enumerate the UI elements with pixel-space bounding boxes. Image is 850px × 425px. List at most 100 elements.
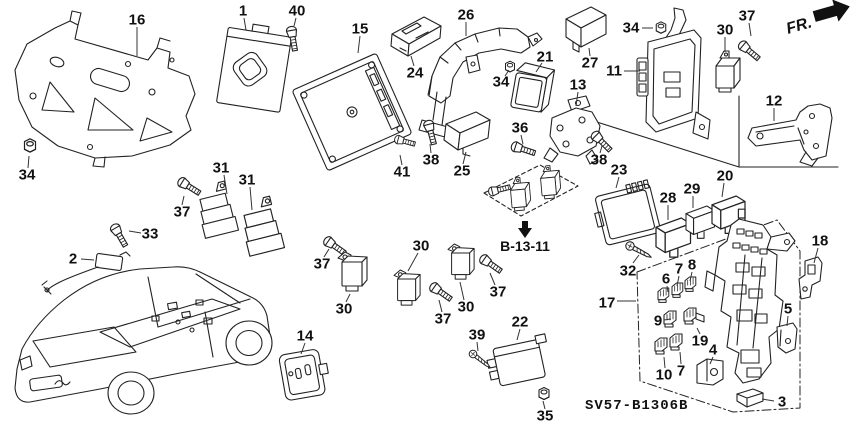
part-20-relay (711, 195, 746, 235)
part-17-fuse-box (704, 218, 796, 384)
part-31-relay-a (192, 180, 240, 239)
part-label-30: 30 (336, 301, 353, 318)
part-label-3: 3 (778, 394, 786, 411)
leader-line-6 (666, 285, 669, 293)
part-37-bolt-left (175, 175, 203, 198)
leader-line-36 (520, 134, 524, 145)
part-label-9: 9 (654, 313, 662, 330)
part-label-34: 34 (19, 167, 36, 184)
leader-line-37 (748, 22, 752, 37)
part-10-connector (654, 337, 668, 355)
part-label-38: 38 (591, 152, 608, 169)
part-label-37: 37 (739, 8, 756, 25)
part-label-33: 33 (142, 226, 159, 243)
leader-line-2 (80, 258, 95, 261)
part-label-5: 5 (784, 301, 792, 318)
part-34-nut (23, 138, 37, 153)
part-16-mounting-bracket (14, 10, 196, 168)
part-label-30: 30 (717, 22, 734, 39)
part-label-29: 29 (684, 181, 701, 198)
leader-line-7 (676, 275, 680, 287)
leader-line-33 (128, 230, 142, 234)
part-3-clip (736, 388, 764, 408)
part-label-32: 32 (620, 263, 637, 280)
part-12-bracket (738, 95, 839, 168)
leader-line-35 (542, 400, 546, 410)
leader-line-3 (761, 398, 775, 402)
part-label-22: 22 (512, 314, 529, 331)
leader-line-30 (407, 252, 419, 272)
part-label-12: 12 (766, 93, 783, 110)
leader-line-31 (249, 186, 253, 211)
part-34-nut-mid (505, 60, 515, 73)
leader-line-18 (813, 247, 819, 264)
leader-line-34 (27, 155, 30, 169)
part-label-39: 39 (469, 327, 486, 344)
down-arrow-icon (518, 221, 532, 238)
part-25-relay (443, 111, 491, 157)
fr-label: FR. (784, 14, 813, 37)
part-label-37: 37 (490, 284, 507, 301)
leader-line-1 (243, 17, 247, 31)
diagram-code: SV57-B1306B (585, 398, 688, 414)
part-label-7: 7 (677, 363, 685, 380)
part-27-relay-box (565, 6, 607, 53)
part-2-sensor-with-cable (41, 251, 131, 295)
leader-line-37 (181, 195, 185, 206)
leader-line-22 (516, 328, 521, 341)
part-4-bracket (696, 358, 724, 386)
part-label-14: 14 (297, 328, 314, 345)
part-label-40: 40 (289, 3, 306, 20)
leader-line-39 (476, 341, 479, 352)
leader-line-5 (786, 315, 789, 327)
part-28-relay (655, 217, 692, 258)
car-outline (14, 266, 273, 415)
part-5-bracket (776, 322, 798, 354)
fuse-box-boundary (636, 219, 801, 413)
part-19-connector (683, 307, 705, 325)
leader-line-25 (462, 151, 467, 165)
part-35-nut (538, 386, 550, 401)
leader-line-30 (459, 281, 465, 301)
part-label-36: 36 (512, 120, 529, 137)
leader-line-40 (293, 17, 297, 27)
part-label-35: 35 (537, 408, 554, 425)
part-13-bracket (543, 95, 740, 168)
part-18-bracket (798, 256, 823, 300)
part-label-19: 19 (692, 333, 709, 350)
part-30-relay-topright (715, 50, 741, 93)
part-label-7: 7 (675, 261, 683, 278)
part-label-17: 17 (599, 295, 616, 312)
part-label-23: 23 (611, 162, 628, 179)
part-label-31: 31 (213, 160, 230, 177)
part-label-38: 38 (423, 152, 440, 169)
part-34-nut-topright (655, 21, 667, 34)
part-label-10: 10 (656, 367, 673, 384)
part-6-connector (657, 287, 670, 303)
leader-line-10 (663, 356, 666, 369)
part-label-20: 20 (717, 168, 734, 185)
part-1-control-unit (216, 23, 292, 113)
part-label-30: 30 (458, 299, 475, 316)
part-label-34: 34 (493, 74, 510, 91)
leader-line-41 (399, 154, 403, 166)
reference-label: B-13-11 (500, 238, 550, 254)
leader-line-27 (588, 47, 591, 57)
part-label-16: 16 (129, 12, 146, 29)
leader-line-8 (689, 271, 693, 282)
leader-line-37 (438, 299, 443, 313)
part-label-31: 31 (239, 172, 256, 189)
part-label-34: 34 (623, 20, 640, 37)
part-30-relay-mid1 (337, 251, 368, 292)
leader-line-30 (345, 293, 351, 303)
part-label-21: 21 (537, 49, 554, 66)
part-33-bolt (108, 221, 131, 249)
leader-line-7 (679, 351, 682, 365)
part-label-37: 37 (435, 311, 452, 328)
part-23-control-module (594, 179, 661, 246)
part-32-screw (623, 239, 654, 262)
part-30-relay-mid3 (447, 243, 475, 280)
